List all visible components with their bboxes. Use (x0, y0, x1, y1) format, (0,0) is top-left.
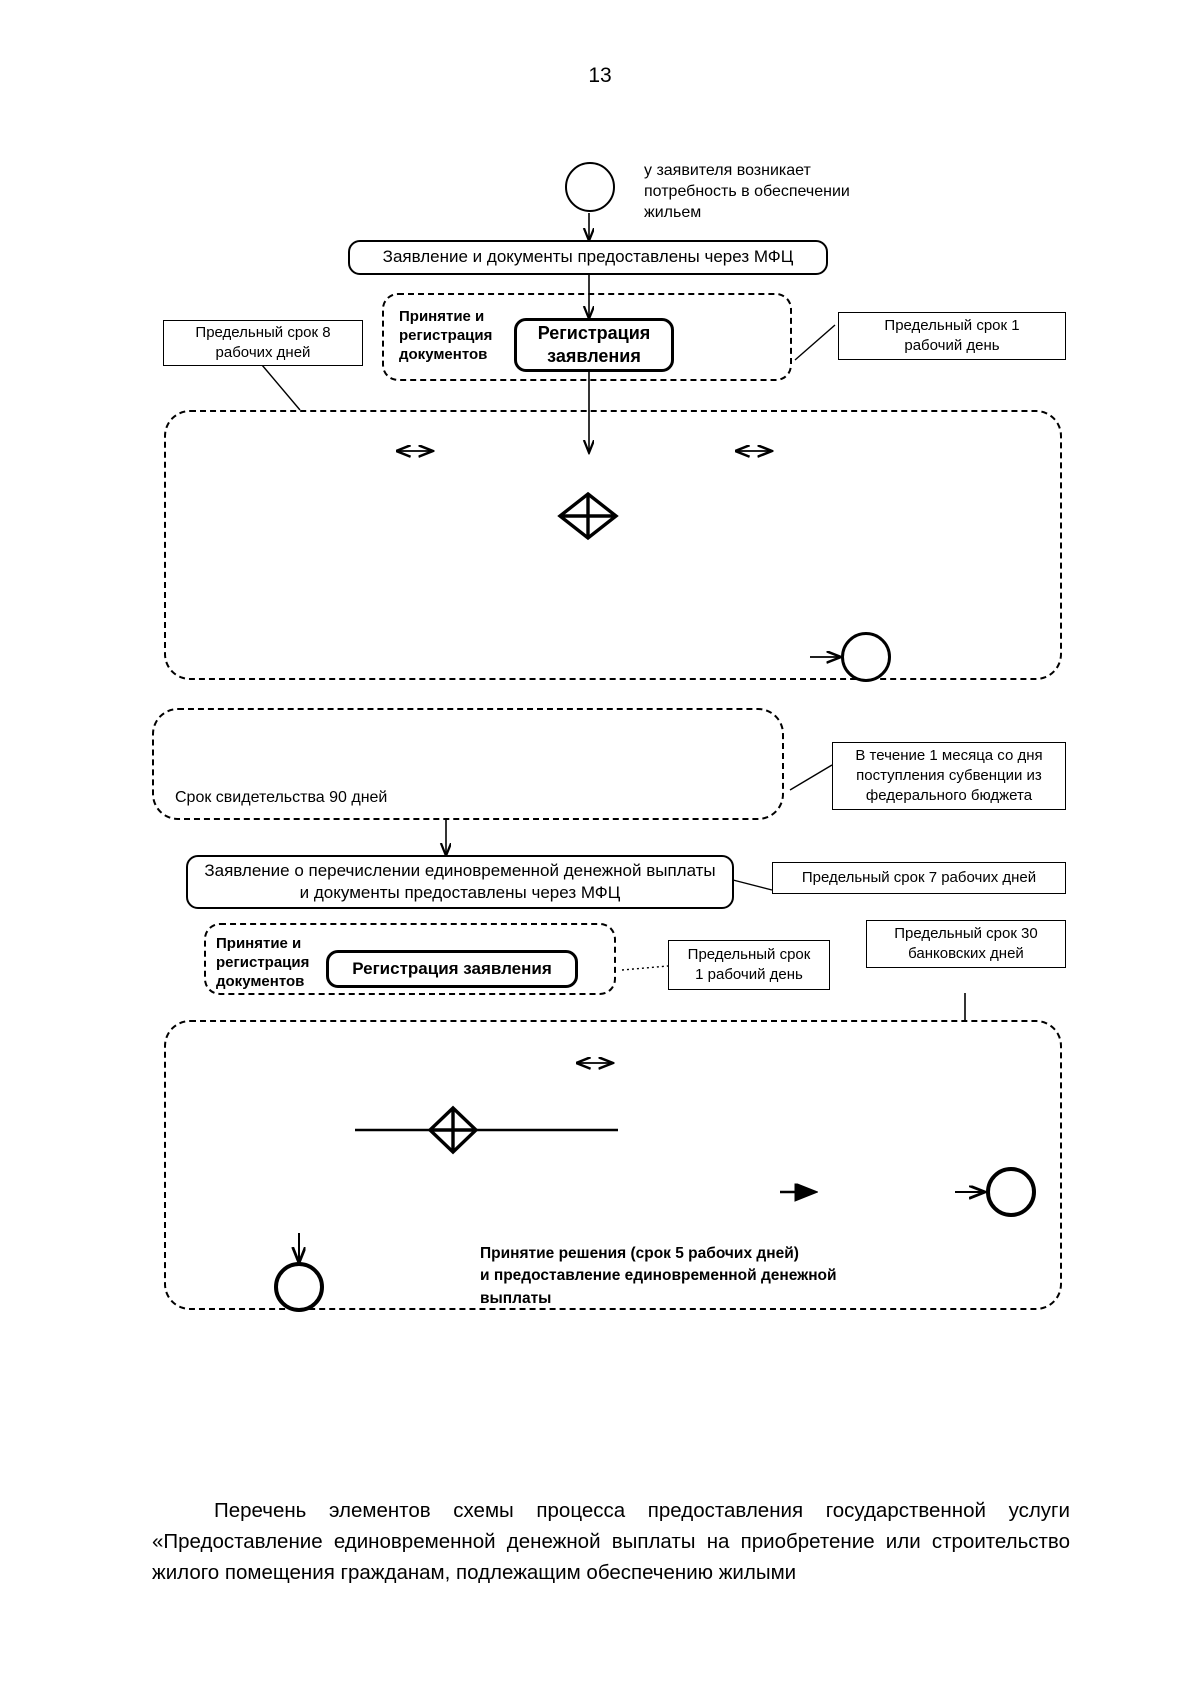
group-acceptance-registration-2 (204, 923, 616, 995)
footer-text: Перечень элементов схемы процесса предос… (152, 1499, 1070, 1584)
end-event-circle-lane-2-left (274, 1262, 324, 1312)
task-payment-request-mfc-label: Заявление о перечислении единовременной … (204, 860, 716, 902)
end-event-circle-lane-1 (841, 632, 891, 682)
group-certificate-term (152, 708, 784, 820)
page-number: 13 (588, 64, 612, 87)
lane-label-decision: Принятие решения (срок 5 рабочих дней) и… (480, 1245, 837, 1307)
task-payment-request-mfc[interactable]: Заявление о перечислении единовременной … (186, 855, 734, 909)
task-application-mfc[interactable]: Заявление и документы предоставлены чере… (348, 240, 828, 275)
task-registration-1[interactable]: Регистрация заявления (514, 318, 674, 372)
lane-label-acceptance-2: Принятие и регистрация документов (216, 935, 310, 991)
group-acceptance-registration-1 (382, 293, 792, 381)
start-event-circle (565, 162, 615, 212)
footer-paragraph: Перечень элементов схемы процесса предос… (152, 1496, 1070, 1588)
group-process-lane-1 (164, 410, 1062, 680)
group-process-lane-2 (164, 1020, 1062, 1310)
annotation-term-1-month-subvention: В течение 1 месяца со дня поступления су… (832, 742, 1066, 810)
annotation-term-7-working-days: Предельный срок 7 рабочих дней (772, 862, 1066, 894)
annotation-term-1-working-day-top: Предельный срок 1 рабочий день (838, 312, 1066, 360)
annotation-term-1-working-day-bottom: Предельный срок 1 рабочий день (668, 940, 830, 990)
end-event-circle-lane-2-right (986, 1167, 1036, 1217)
annotation-term-30-bank-days: Предельный срок 30 банковских дней (866, 920, 1066, 968)
lane-label-certificate-term: Срок свидетельства 90 дней (175, 789, 388, 806)
task-registration-1-label: Регистрация заявления (537, 322, 651, 366)
start-event-annotation: у заявителя возникает потребность в обес… (644, 162, 850, 222)
task-registration-2[interactable]: Регистрация заявления (326, 950, 578, 988)
annotation-term-8-working-days: Предельный срок 8 рабочих дней (163, 320, 363, 366)
lane-label-acceptance-1: Принятие и регистрация документов (399, 308, 493, 364)
